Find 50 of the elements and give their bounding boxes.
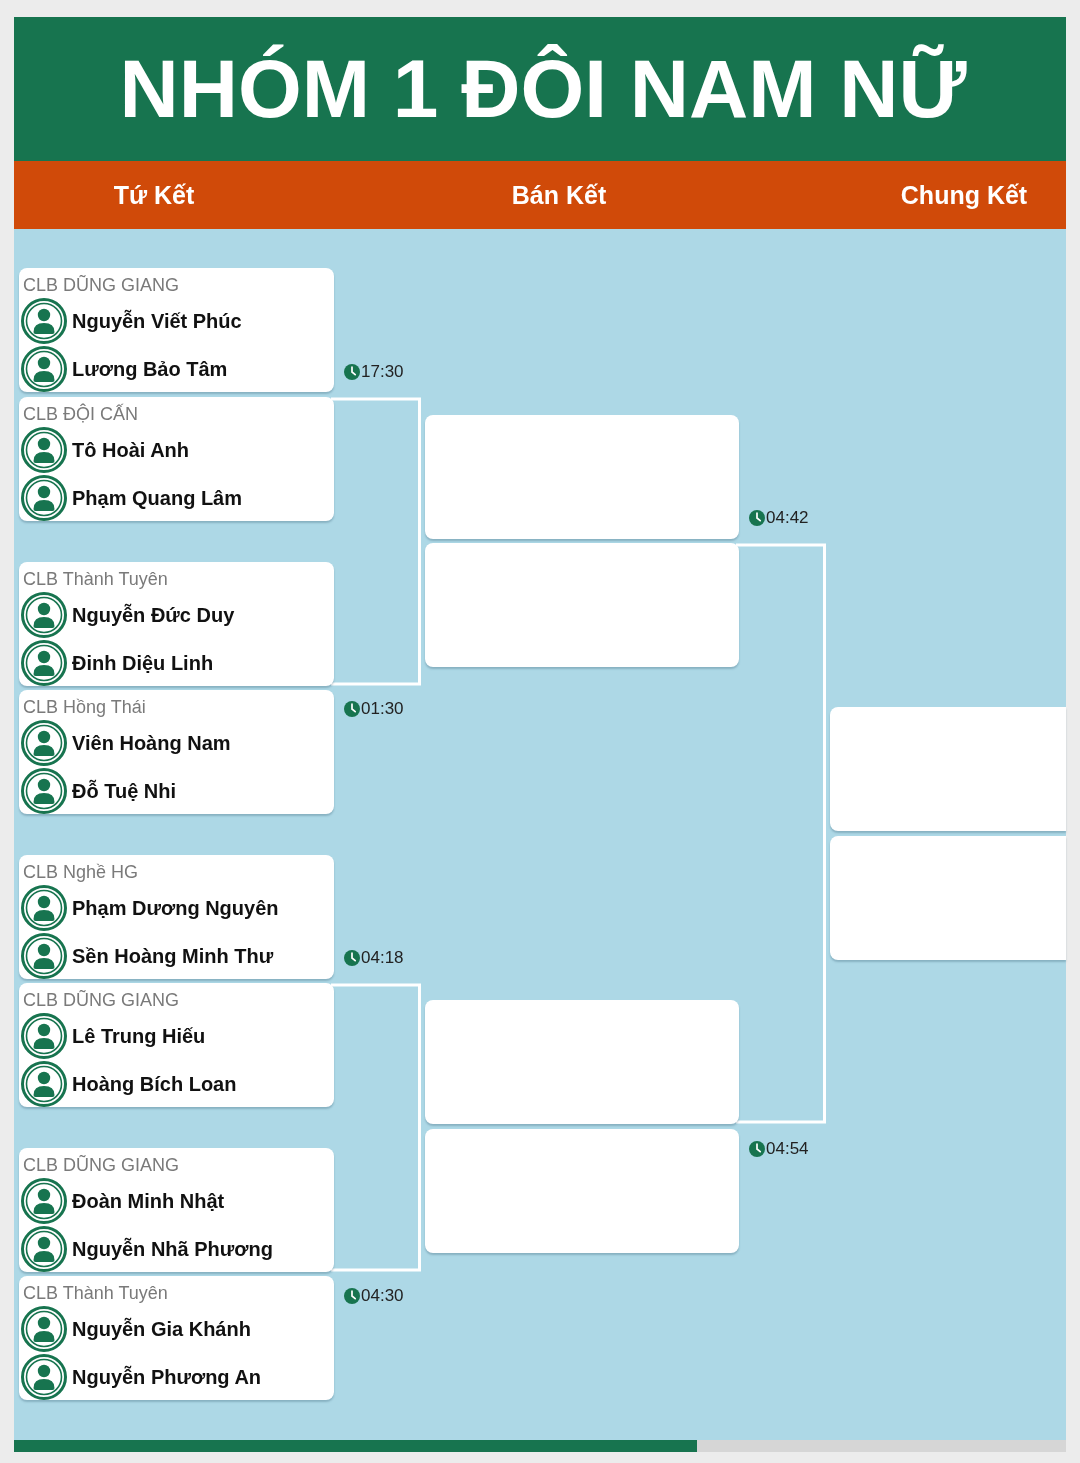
team-card bbox=[19, 562, 334, 686]
round-heading: Tứ Kết bbox=[113, 180, 195, 210]
player-name: Nguyễn Viết Phúc bbox=[72, 308, 242, 334]
player-name: Nguyễn Gia Khánh bbox=[72, 1316, 251, 1342]
match-time: 04:42 bbox=[766, 508, 809, 528]
match-time: 17:30 bbox=[361, 362, 404, 382]
empty-slot-card bbox=[425, 415, 739, 539]
team-card bbox=[19, 983, 334, 1107]
team-card bbox=[19, 690, 334, 814]
club-name: CLB DŨNG GIANG bbox=[23, 274, 180, 297]
team-card bbox=[19, 268, 334, 392]
player-name: Tô Hoài Anh bbox=[72, 438, 190, 463]
match-time: 04:30 bbox=[361, 1286, 404, 1306]
club-name: CLB Thành Tuyên bbox=[23, 568, 168, 591]
player-name: Nguyễn Nhã Phương bbox=[72, 1236, 273, 1262]
round-heading: Bán Kết bbox=[511, 180, 607, 210]
player-name: Đoàn Minh Nhật bbox=[72, 1189, 225, 1214]
club-name: CLB Nghề HG bbox=[23, 861, 139, 884]
player-name: Phạm Dương Nguyên bbox=[72, 896, 279, 921]
team-card bbox=[19, 397, 334, 521]
player-name: Nguyễn Đức Duy bbox=[72, 602, 235, 628]
empty-slot-card bbox=[830, 707, 1066, 831]
bracket-line bbox=[736, 543, 826, 1124]
empty-slot-card bbox=[830, 836, 1066, 960]
player-name: Lê Trung Hiếu bbox=[72, 1024, 206, 1049]
team-card bbox=[19, 1276, 334, 1400]
empty-slot-card bbox=[425, 543, 739, 667]
player-name: Sền Hoàng Minh Thư bbox=[72, 944, 274, 969]
player-name: Nguyễn Phương An bbox=[72, 1364, 262, 1390]
team-card bbox=[19, 1148, 334, 1272]
player-name: Đỗ Tuệ Nhi bbox=[72, 778, 177, 804]
player-name: Đinh Diệu Linh bbox=[72, 651, 214, 676]
empty-slot-card bbox=[425, 1000, 739, 1124]
player-name: Viên Hoàng Nam bbox=[72, 731, 231, 756]
team-card bbox=[19, 855, 334, 979]
club-name: CLB DŨNG GIANG bbox=[23, 1154, 180, 1177]
bracket-line bbox=[331, 397, 421, 686]
player-name: Phạm Quang Lâm bbox=[72, 486, 243, 511]
club-name: CLB Thành Tuyên bbox=[23, 1282, 168, 1305]
bracket-line bbox=[331, 983, 421, 1272]
club-name: CLB DŨNG GIANG bbox=[23, 989, 180, 1012]
player-name: Hoàng Bích Loan bbox=[72, 1072, 237, 1097]
empty-slot-card bbox=[425, 1129, 739, 1253]
match-time: 04:54 bbox=[766, 1139, 809, 1159]
match-time: 04:18 bbox=[361, 948, 404, 968]
match-time: 01:30 bbox=[361, 699, 404, 719]
club-name: CLB ĐỘI CẤN bbox=[23, 402, 139, 426]
player-name: Lương Bảo Tâm bbox=[72, 357, 228, 382]
club-name: CLB Hồng Thái bbox=[23, 696, 146, 719]
round-heading: Chung Kết bbox=[900, 180, 1028, 210]
